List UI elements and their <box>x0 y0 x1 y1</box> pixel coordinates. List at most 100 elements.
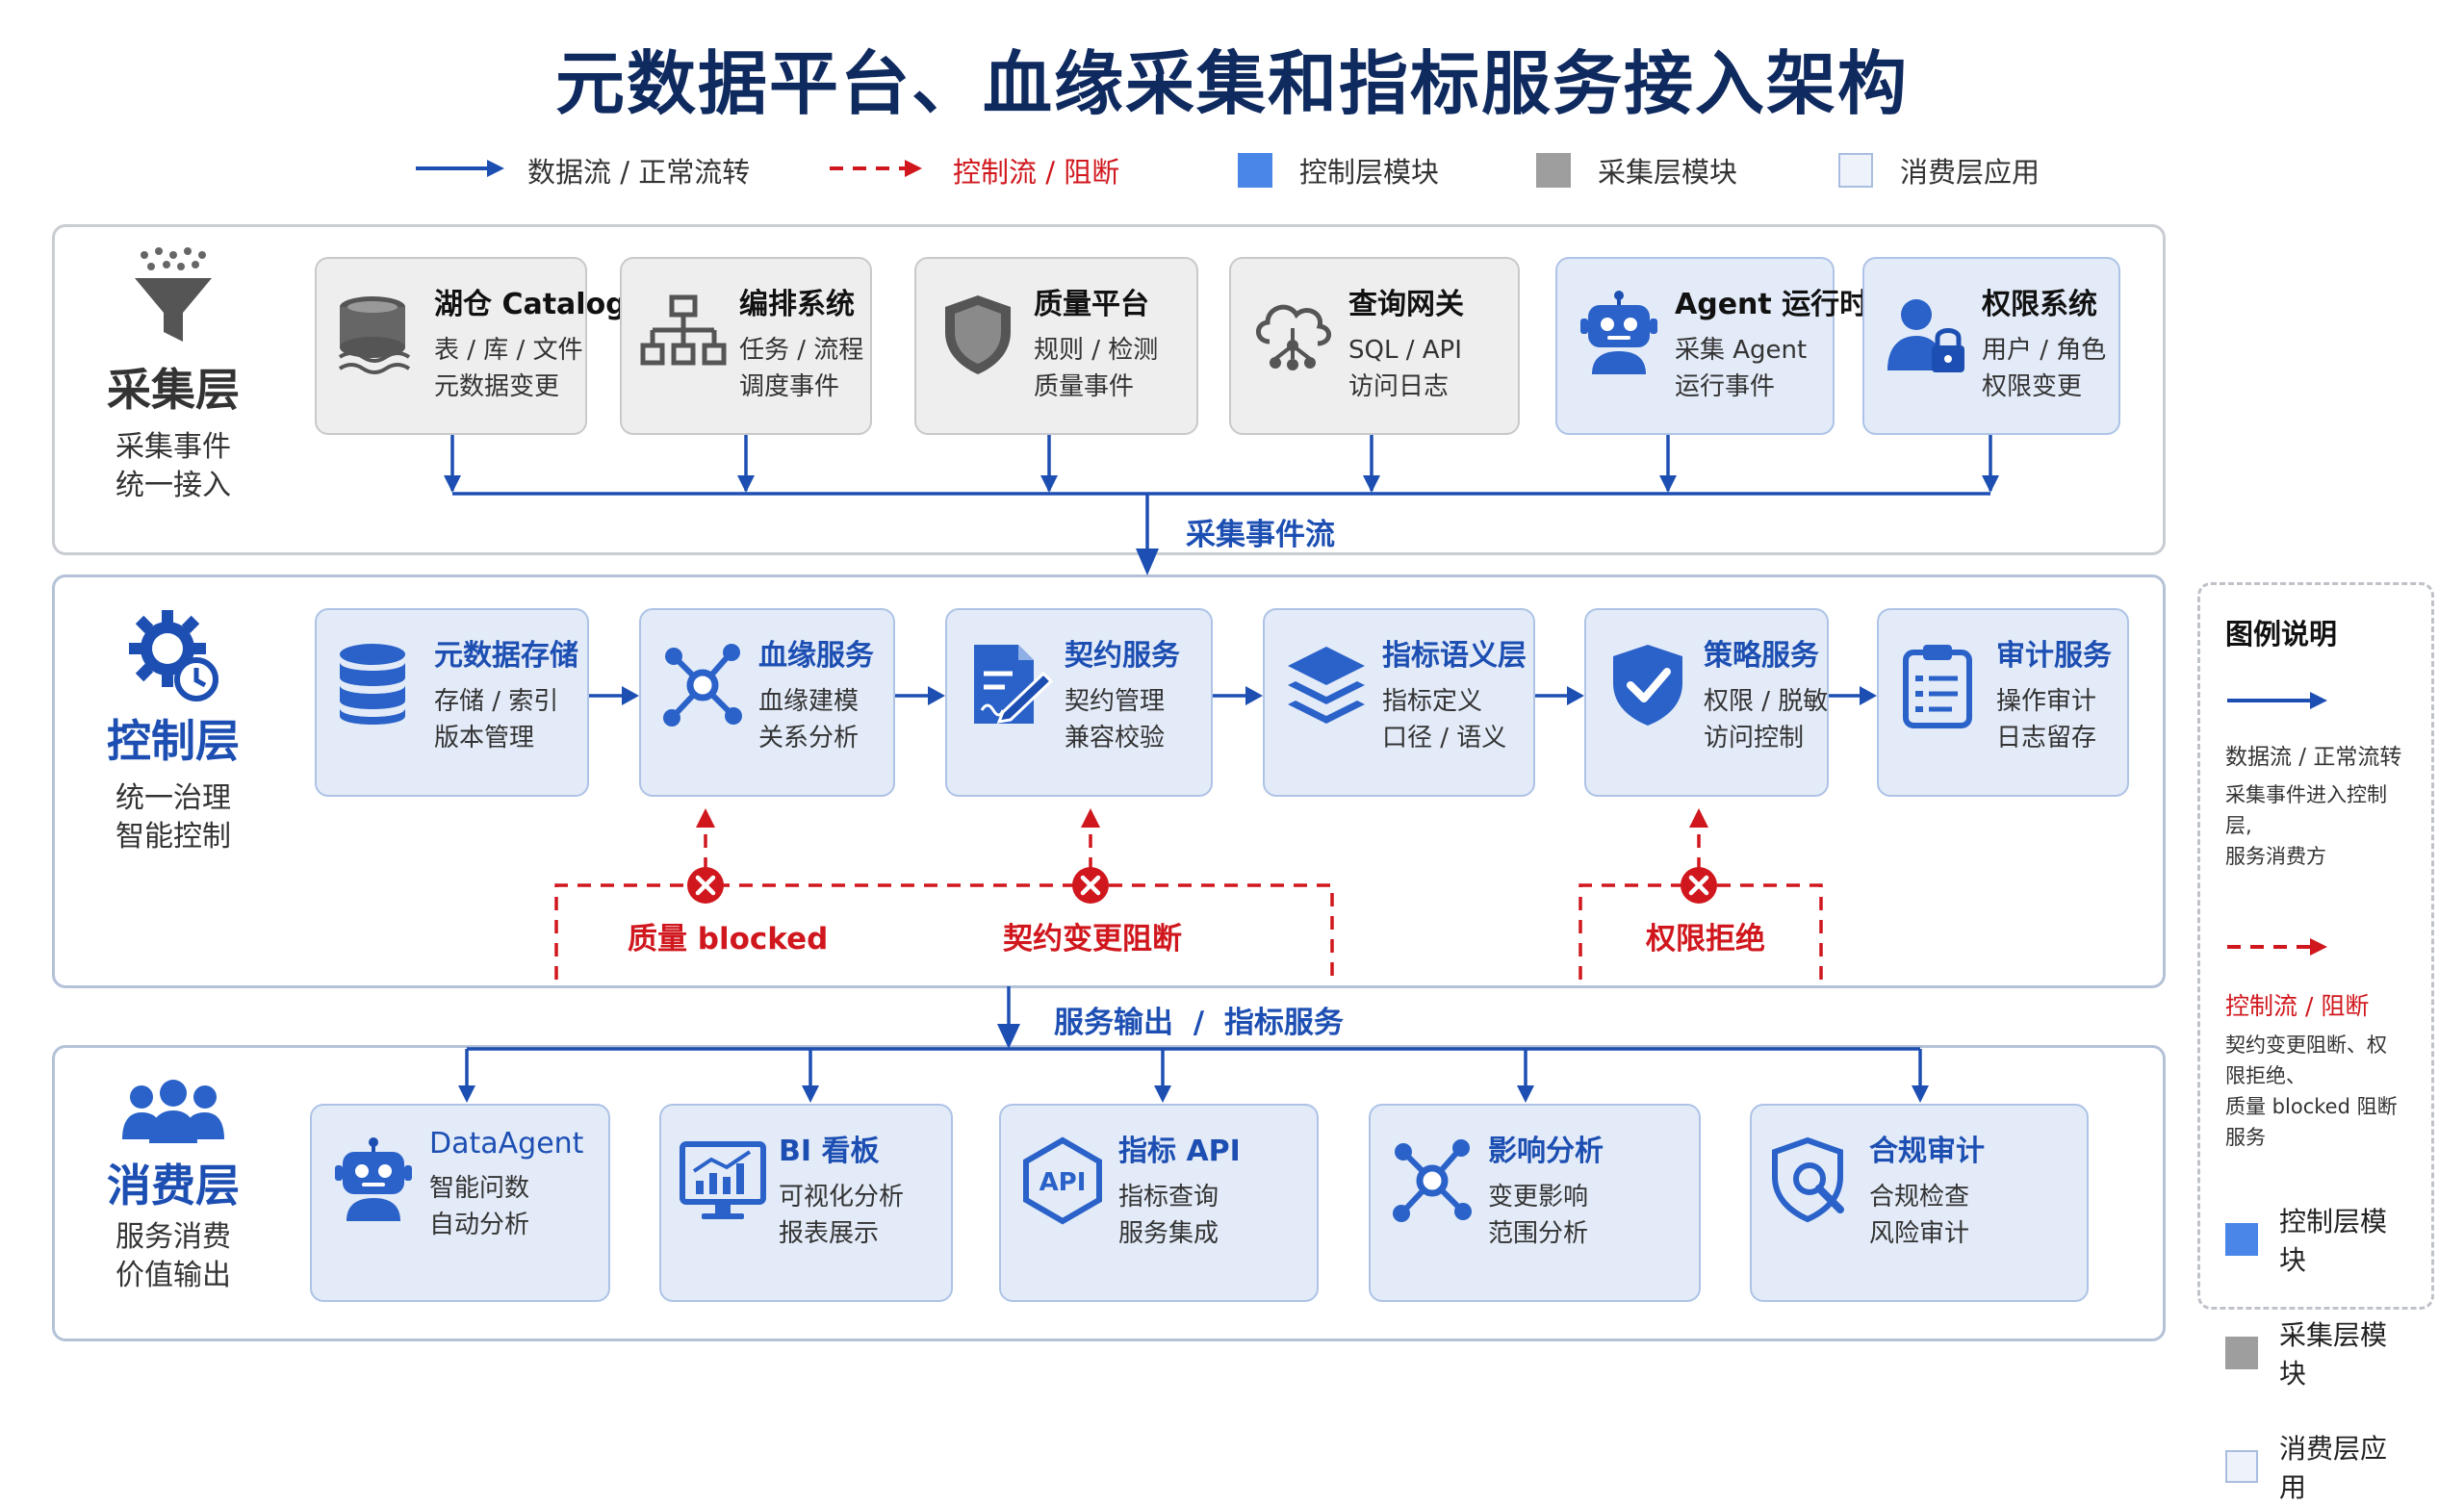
consume-card-compliance[interactable]: 合规审计 合规检查 风险审计 <box>1750 1104 2089 1302</box>
side-legend-data-flow: 数据流 / 正常流转 <box>2225 745 2402 770</box>
card-title: 查询网关 <box>1348 288 1464 321</box>
svg-text:API: API <box>1040 1168 1087 1197</box>
consume-card-bi[interactable]: BI 看板 可视化分析 报表展示 <box>659 1104 953 1302</box>
control-swatch <box>1238 153 1272 188</box>
card-line: 兼容校验 <box>1065 724 1166 752</box>
collect-card-agent-runtime[interactable]: Agent 运行时 采集 Agent 运行事件 <box>1555 257 1868 435</box>
block-permission: 权限拒绝 <box>1646 922 1765 957</box>
control-card-metadata-store[interactable]: 元数据存储 存储 / 索引 版本管理 <box>315 608 589 797</box>
consume-card-dataagent[interactable]: DataAgent 智能问数 自动分析 <box>310 1104 610 1302</box>
card-line: 规则 / 检测 <box>1034 336 1159 365</box>
layers-icon <box>1288 647 1365 724</box>
database-disk-icon <box>338 296 411 374</box>
cloud-network-icon <box>1256 304 1331 370</box>
robot-icon <box>1580 291 1657 374</box>
card-line: 指标查询 <box>1118 1183 1219 1212</box>
consume-layer-sub2: 价值输出 <box>116 1259 231 1292</box>
control-swatch <box>2225 1223 2258 1256</box>
control-layer-sub2: 智能控制 <box>116 820 231 854</box>
collect-swatch <box>2225 1337 2258 1369</box>
side-legend-data-desc2: 服务消费方 <box>2225 845 2326 868</box>
page-title: 元数据平台、血缘采集和指标服务接入架构 <box>554 43 1909 124</box>
collect-card-orchestration[interactable]: 编排系统 任务 / 流程 调度事件 <box>620 257 872 435</box>
card-line: 指标定义 <box>1382 687 1483 716</box>
card-line: 存储 / 索引 <box>434 687 559 716</box>
card-line: 表 / 库 / 文件 <box>434 336 583 365</box>
legend-data-flow: 数据流 / 正常流转 <box>527 144 750 196</box>
collect-card-permission[interactable]: 权限系统 用户 / 角色 权限变更 <box>1862 257 2120 435</box>
card-line: 用户 / 角色 <box>1982 336 2107 365</box>
card-line: 访问控制 <box>1704 724 1805 752</box>
service-output-label-b: 指标服务 <box>1223 1006 1344 1040</box>
collect-layer-sub2: 统一接入 <box>116 469 231 502</box>
network-icon <box>1393 1139 1472 1222</box>
card-line: 元数据变更 <box>434 372 560 401</box>
control-layer-sub1: 统一治理 <box>116 781 231 815</box>
card-line: 权限 / 脱敏 <box>1704 687 1829 716</box>
consume-card-impact[interactable]: 影响分析 变更影响 范围分析 <box>1369 1104 1701 1302</box>
side-legend-data-arrow <box>2227 692 2327 709</box>
card-title: 指标 API <box>1118 1135 1241 1168</box>
side-legend-collect-module: 采集层模块 <box>2225 1314 2406 1391</box>
card-title: 审计服务 <box>1996 639 2112 673</box>
card-title: DataAgent <box>429 1127 584 1161</box>
chart-icon <box>680 1141 766 1219</box>
card-title: 血缘服务 <box>758 639 874 673</box>
side-legend-control-module: 控制层模块 <box>2225 1201 2406 1278</box>
card-title: BI 看板 <box>779 1135 880 1168</box>
control-card-metric-semantic[interactable]: 指标语义层 指标定义 口径 / 语义 <box>1263 608 1535 797</box>
card-line: 访问日志 <box>1348 372 1450 401</box>
card-title: Agent 运行时 <box>1675 288 1869 321</box>
user-lock-icon <box>1887 299 1964 372</box>
database-icon <box>340 644 405 725</box>
card-line: 自动分析 <box>429 1211 530 1239</box>
control-card-audit[interactable]: 审计服务 操作审计 日志留存 <box>1877 608 2129 797</box>
legend-collect-module: 采集层模块 <box>1536 144 1737 196</box>
shield-icon <box>945 295 1011 374</box>
card-line: 合规检查 <box>1869 1183 1970 1212</box>
control-card-policy[interactable]: 策略服务 权限 / 脱敏 访问控制 <box>1584 608 1829 797</box>
consume-swatch <box>2225 1450 2258 1483</box>
legend-control-flow: 控制流 / 阻断 <box>953 144 1119 196</box>
card-line: 范围分析 <box>1488 1219 1589 1248</box>
legend-control-module-label: 控制层模块 <box>1299 156 1440 189</box>
consume-card-metric-api[interactable]: API 指标 API 指标查询 服务集成 <box>999 1104 1319 1302</box>
search-shield-icon <box>1772 1136 1844 1223</box>
hierarchy-icon <box>640 294 727 366</box>
card-line: 血缘建模 <box>758 687 860 716</box>
side-legend-collect-module-label: 采集层模块 <box>2279 1319 2388 1390</box>
control-card-lineage[interactable]: 血缘服务 血缘建模 关系分析 <box>639 608 895 797</box>
card-title: 权限系统 <box>1982 288 2097 321</box>
card-line: 调度事件 <box>739 372 840 401</box>
card-line: 风险审计 <box>1869 1219 1970 1248</box>
collect-layer-label: 采集层 采集事件 统一接入 <box>58 245 289 505</box>
collect-flow-label: 采集事件流 <box>1186 518 1335 552</box>
control-card-contract[interactable]: 契约服务 契约管理 兼容校验 <box>945 608 1213 797</box>
side-legend-data-desc1: 采集事件进入控制层, <box>2225 783 2387 837</box>
card-title: 质量平台 <box>1034 288 1149 321</box>
service-output-label-a: 服务输出 <box>1054 1006 1173 1040</box>
collect-card-catalog[interactable]: 湖仓 Catalog 表 / 库 / 文件 元数据变更 <box>315 257 627 435</box>
card-line: 可视化分析 <box>779 1183 905 1212</box>
service-output-label: 服务输出 / 指标服务 <box>1054 998 1344 1041</box>
legend-consume-app: 消费层应用 <box>1838 144 2040 196</box>
card-line: SQL / API <box>1348 336 1462 365</box>
block-quality: 质量 blocked <box>628 922 829 957</box>
legend-data-flow-label: 数据流 / 正常流转 <box>527 156 751 189</box>
collect-layer-title: 采集层 <box>107 364 240 416</box>
card-line: 关系分析 <box>758 724 860 752</box>
card-line: 采集 Agent <box>1675 336 1808 365</box>
card-line: 服务集成 <box>1118 1219 1219 1248</box>
control-layer-label: 控制层 统一治理 智能控制 <box>58 606 289 856</box>
card-line: 质量事件 <box>1034 372 1135 401</box>
collect-card-quality[interactable]: 质量平台 规则 / 检测 质量事件 <box>914 257 1198 435</box>
gear-clock-icon <box>129 610 218 701</box>
card-line: 操作审计 <box>1996 687 2097 716</box>
card-line: 运行事件 <box>1675 372 1776 401</box>
clipboard-icon <box>1903 645 1972 728</box>
card-title: 影响分析 <box>1488 1135 1604 1168</box>
card-line: 变更影响 <box>1488 1183 1589 1212</box>
legend-consume-app-label: 消费层应用 <box>1900 156 2040 189</box>
legend-control-module: 控制层模块 <box>1238 144 1439 196</box>
collect-card-gateway[interactable]: 查询网关 SQL / API 访问日志 <box>1229 257 1520 435</box>
